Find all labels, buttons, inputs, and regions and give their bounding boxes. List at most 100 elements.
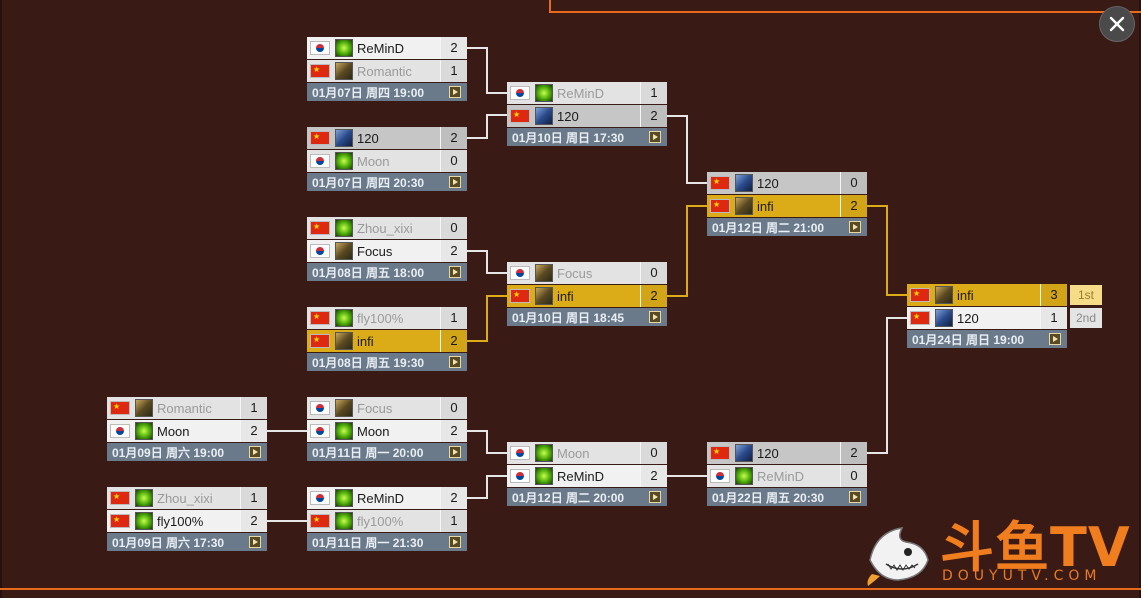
play-icon[interactable] xyxy=(449,356,461,368)
korea-flag-icon xyxy=(510,86,530,100)
player-name: ReMinD xyxy=(357,490,404,506)
china-flag-icon: ★ xyxy=(510,289,530,303)
korea-flag-icon xyxy=(110,424,130,438)
match-datetime: 01月09日 周六 17:30 xyxy=(112,535,225,550)
play-icon[interactable] xyxy=(449,446,461,458)
connector-m6-m7 xyxy=(667,205,707,297)
player-score: 2 xyxy=(440,330,467,352)
placement-second: 2nd xyxy=(1070,308,1102,328)
nightelf-race-icon xyxy=(535,444,553,462)
player-row[interactable]: ★fly100%1 xyxy=(307,510,467,532)
player-score: 2 xyxy=(640,285,667,307)
placement-first: 1st xyxy=(1070,285,1102,305)
match-datetime: 01月24日 周日 19:00 xyxy=(912,332,1025,347)
play-icon[interactable] xyxy=(649,491,661,503)
player-name: Romantic xyxy=(357,63,412,79)
play-icon[interactable] xyxy=(649,311,661,323)
match-date-bar: 01月08日 周五 18:00 xyxy=(307,263,467,281)
player-score: 2 xyxy=(240,510,267,532)
match-datetime: 01月22日 周五 20:30 xyxy=(712,490,825,505)
match-date-bar: 01月09日 周六 17:30 xyxy=(107,533,267,551)
player-score: 2 xyxy=(840,442,867,464)
play-icon[interactable] xyxy=(849,221,861,233)
player-name: infi xyxy=(957,287,974,303)
player-name: Focus xyxy=(357,243,393,259)
player-score: 2 xyxy=(440,420,467,442)
player-row[interactable]: ★fly100%2 xyxy=(107,510,267,532)
right-edge xyxy=(1139,0,1141,598)
play-icon[interactable] xyxy=(449,536,461,548)
player-name: ReMinD xyxy=(557,468,604,484)
match-date-bar: 01月24日 周日 19:00 xyxy=(907,330,1067,348)
human-race-icon xyxy=(735,444,753,462)
player-score: 2 xyxy=(640,465,667,487)
play-icon[interactable] xyxy=(249,446,261,458)
china-flag-icon: ★ xyxy=(110,491,130,505)
match-datetime: 01月12日 周二 20:00 xyxy=(512,490,625,505)
left-edge xyxy=(0,0,2,598)
close-button[interactable] xyxy=(1099,6,1135,42)
player-name: infi xyxy=(357,333,374,349)
player-name: infi xyxy=(557,288,574,304)
player-name: Moon xyxy=(557,445,590,461)
nightelf-race-icon xyxy=(335,39,353,57)
player-score: 2 xyxy=(440,240,467,262)
match-datetime: 01月08日 周五 18:00 xyxy=(312,265,425,280)
korea-flag-icon xyxy=(510,469,530,483)
play-icon[interactable] xyxy=(449,86,461,98)
undead-race-icon xyxy=(135,399,153,417)
play-icon[interactable] xyxy=(849,491,861,503)
human-race-icon xyxy=(935,309,953,327)
player-row[interactable]: ReMinD 2 xyxy=(507,465,667,487)
china-flag-icon: ★ xyxy=(310,131,330,145)
player-row[interactable]: ★ infi 2 xyxy=(507,285,667,307)
play-icon[interactable] xyxy=(249,536,261,548)
play-icon[interactable] xyxy=(1049,333,1061,345)
play-icon[interactable] xyxy=(449,266,461,278)
bottom-frame-line xyxy=(0,588,1141,590)
connector-m14-m8 xyxy=(867,317,907,454)
nightelf-race-icon xyxy=(535,84,553,102)
player-row[interactable]: ★fly100%1 xyxy=(307,307,467,329)
player-row[interactable]: Focus 2 xyxy=(307,240,467,262)
connector-m7-m8 xyxy=(867,205,907,296)
undead-race-icon xyxy=(935,286,953,304)
match-date-bar: 01月07日 周四 20:30 xyxy=(307,173,467,191)
match-datetime: 01月10日 周日 17:30 xyxy=(512,130,625,145)
play-icon[interactable] xyxy=(449,176,461,188)
match-datetime: 01月11日 周一 20:00 xyxy=(312,445,424,460)
player-name: Moon xyxy=(357,153,390,169)
china-flag-icon: ★ xyxy=(910,288,930,302)
player-score: 2 xyxy=(440,127,467,149)
player-score: 1 xyxy=(440,307,467,329)
nightelf-race-icon xyxy=(535,467,553,485)
play-icon[interactable] xyxy=(649,131,661,143)
korea-flag-icon xyxy=(310,401,330,415)
